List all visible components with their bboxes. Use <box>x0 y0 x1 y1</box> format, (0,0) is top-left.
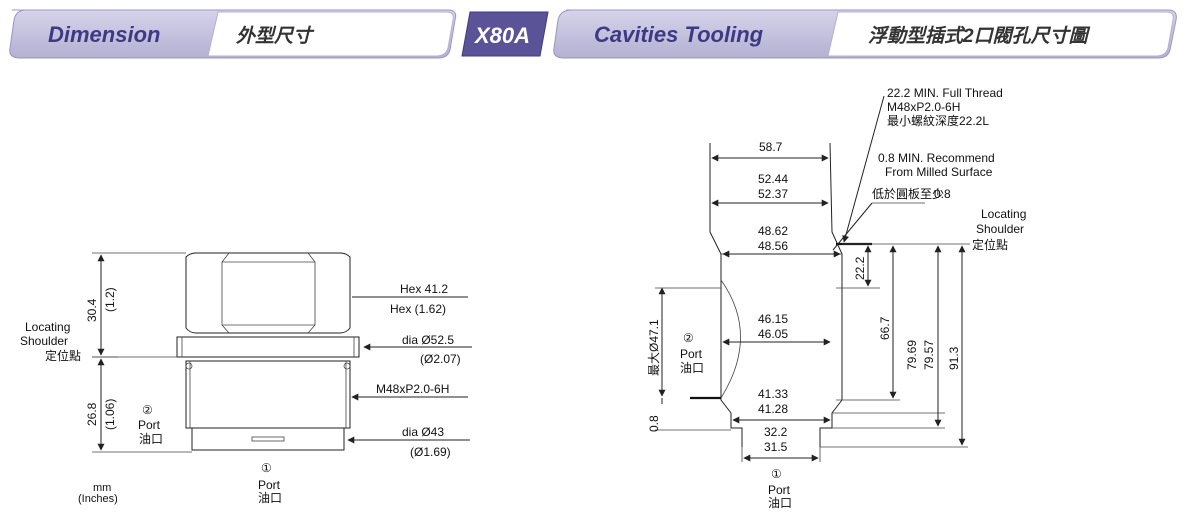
dim-height-26: 26.8 <box>85 402 99 426</box>
units-inches: (Inches) <box>78 493 118 505</box>
valve-outline <box>176 252 360 451</box>
cavity-locating-2: Shoulder <box>976 222 1024 236</box>
dim-w5b: 41.28 <box>758 402 788 416</box>
note-thread-b: M48xP2.0-6H <box>887 100 960 114</box>
left-leaders <box>347 296 472 444</box>
cavity-left-dims <box>655 287 731 431</box>
dim-79b: 79.57 <box>922 340 936 370</box>
cavity-port1-num: ① <box>771 467 782 481</box>
dim-w4b: 46.05 <box>758 327 788 341</box>
dim-w6b: 31.5 <box>764 440 788 454</box>
dia2-mm-label: dia Ø43 <box>402 425 444 439</box>
dim-max-dia: 最大Ø47.1 <box>647 319 661 376</box>
dim-w1: 58.7 <box>759 140 783 154</box>
note-mill-a: 0.8 MIN. Recommend <box>878 151 995 165</box>
port2-num: ② <box>142 403 153 417</box>
dim-height-30: 30.4 <box>85 298 99 322</box>
model-tab <box>461 11 549 57</box>
locating-label-3: 定位點 <box>45 348 81 363</box>
note-leaders <box>832 95 925 251</box>
dimension-tab-inner <box>207 11 454 57</box>
port2-zh: 油口 <box>139 432 163 446</box>
dim-22: 22.2 <box>853 256 867 280</box>
dim-w3b: 48.56 <box>758 239 788 253</box>
cavity-locating-3: 定位點 <box>972 237 1008 252</box>
dim-w6a: 32.2 <box>764 425 788 439</box>
locating-label-2: Shoulder <box>20 334 68 348</box>
note-mill-val: 0.8 <box>934 187 951 201</box>
note-thread-a: 22.2 MIN. Full Thread <box>887 86 1003 100</box>
cavity-locating-1: Locating <box>981 207 1026 221</box>
cavity-port1-en: Port <box>768 483 791 497</box>
cavity-port2-num: ② <box>683 331 694 345</box>
dim-w2b: 52.37 <box>758 187 788 201</box>
hex-in-label: Hex (1.62) <box>390 302 446 316</box>
dimension-tab-zh-label: 外型尺寸 <box>235 25 315 47</box>
units-mm: mm <box>93 482 111 494</box>
dim-66: 66.7 <box>878 316 892 340</box>
dia2-in-label: (Ø1.69) <box>410 445 451 459</box>
dim-w2a: 52.44 <box>758 172 788 186</box>
note-thread-c: 最小螺紋深度22.2L <box>887 113 989 128</box>
locating-label-1: Locating <box>25 320 70 334</box>
cavities-tab-inner <box>827 11 1174 57</box>
dim-79a: 79.69 <box>905 340 919 370</box>
dim-w3a: 48.62 <box>758 224 788 238</box>
note-mill-b: From Milled Surface <box>885 165 993 179</box>
cavity-port2-zh: 油口 <box>680 361 704 375</box>
dia-mm-label: dia Ø52.5 <box>402 333 454 347</box>
hex-mm-label: Hex 41.2 <box>400 282 448 296</box>
cavity-width-dims <box>711 154 841 462</box>
port1-en: Port <box>258 478 281 492</box>
thread-label: M48xP2.0-6H <box>376 382 449 396</box>
dim-w5a: 41.33 <box>758 387 788 401</box>
left-height-dims <box>92 252 192 453</box>
port1-zh: 油口 <box>258 491 282 505</box>
port1-num: ① <box>261 461 272 475</box>
cavity-height-dims <box>820 243 970 448</box>
dia-in-label: (Ø2.07) <box>420 352 461 366</box>
dim-height-1.2: (1.2) <box>103 287 117 312</box>
dim-0.8: 0.8 <box>647 415 661 432</box>
dim-height-1.06: (1.06) <box>103 399 117 430</box>
cavities-tab-zh-label: 浮動型插式2口閥孔尺寸圖 <box>868 25 1091 47</box>
port2-en: Port <box>138 418 161 432</box>
dim-91: 91.3 <box>947 346 961 370</box>
note-mill-c: 低於圓板至少 <box>872 186 944 201</box>
model-tab-label: X80A <box>473 23 530 48</box>
cavities-tab-label: Cavities Tooling <box>594 22 764 47</box>
dimension-tab-label: Dimension <box>48 22 160 47</box>
cavity-port2-en: Port <box>680 347 703 361</box>
dim-w4a: 46.15 <box>758 312 788 326</box>
cavity-port1-zh: 油口 <box>768 496 792 510</box>
header-banner: Dimension 外型尺寸 X80A Cavities Tooling 浮動型… <box>9 9 1177 59</box>
